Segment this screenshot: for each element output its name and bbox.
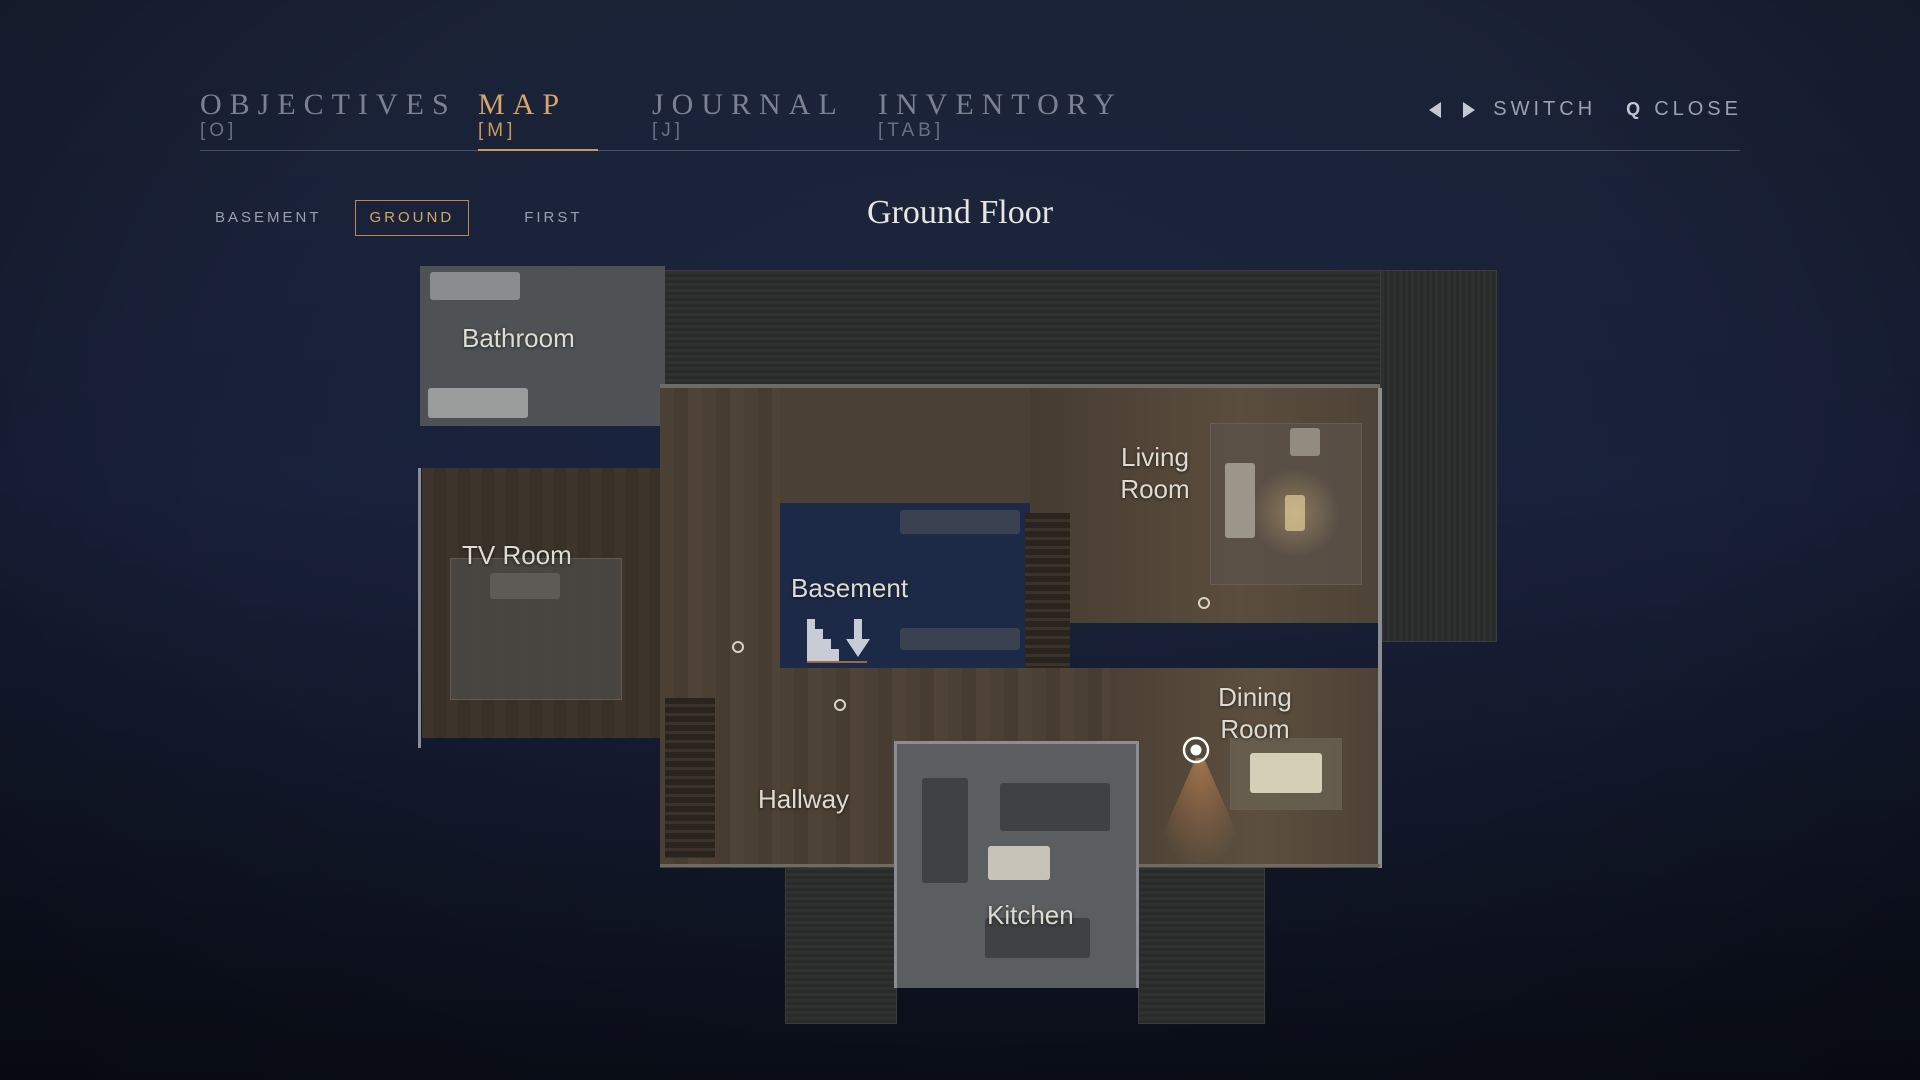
switch-label[interactable]: SWITCH — [1493, 98, 1597, 120]
wall-kitchen-top — [894, 741, 1139, 744]
floor-button-basement[interactable]: BASEMENT — [215, 209, 322, 226]
room-label-kitchen: Kitchen — [987, 900, 1074, 930]
room-label-dining-room: Dining Room — [1218, 682, 1292, 744]
kitchen-counter-left — [922, 778, 968, 883]
room-label-bathroom: Bathroom — [462, 323, 575, 353]
tab-inventory[interactable]: INVENTORY [TAB] — [878, 88, 1123, 142]
triangle-left-icon[interactable] — [1425, 99, 1445, 121]
tab-objectives[interactable]: OBJECTIVES [O] — [200, 88, 457, 142]
room-label-hallway: Hallway — [758, 784, 850, 814]
active-tab-underline — [478, 149, 598, 151]
hallway-stairs — [665, 698, 715, 858]
tab-objectives-label: OBJECTIVES — [200, 88, 457, 121]
roof-front-right — [1138, 866, 1265, 1024]
tab-objectives-key: [O] — [200, 120, 238, 141]
kitchen-island — [988, 846, 1050, 880]
basement-shelf-top — [900, 510, 1020, 534]
roof-front-left — [785, 866, 897, 1024]
wall-kitchen-right — [1136, 743, 1139, 988]
tab-map[interactable]: MAP [M] — [478, 88, 567, 142]
wall-right — [1378, 388, 1382, 868]
tab-journal-key: [J] — [652, 120, 685, 141]
tab-map-label: MAP — [478, 88, 568, 121]
wall-top — [660, 384, 1380, 388]
wall-bottom-right — [1138, 864, 1380, 867]
room-label-tv-room: TV Room — [462, 540, 572, 570]
tab-inventory-key: [TAB] — [878, 120, 945, 141]
nav-divider — [200, 150, 1740, 151]
triangle-right-icon[interactable] — [1459, 99, 1479, 121]
interaction-dot[interactable] — [732, 641, 744, 653]
upper-corridor-floor — [780, 388, 1030, 503]
menu-controls: SWITCH Q CLOSE — [1425, 98, 1742, 121]
floor-button-ground[interactable]: GROUND — [354, 200, 470, 236]
floor-selector: BASEMENT GROUND FIRST — [200, 200, 598, 236]
room-label-living-room: Living Room — [1120, 442, 1190, 504]
close-key: Q — [1626, 99, 1641, 119]
tab-journal-label: JOURNAL — [652, 88, 845, 121]
living-room-stairs — [1025, 513, 1070, 668]
floor-button-first[interactable]: FIRST — [524, 209, 583, 226]
dining-rug — [1230, 738, 1342, 810]
living-room-sofa — [1225, 463, 1255, 538]
close-button[interactable]: CLOSE — [1654, 98, 1742, 120]
dining-table — [1250, 753, 1322, 793]
interaction-dot[interactable] — [1198, 597, 1210, 609]
stairs-down-icon — [807, 619, 870, 663]
kitchen-counter-top — [1000, 783, 1110, 831]
wall-left — [418, 468, 421, 748]
roof-right — [1380, 270, 1497, 642]
tab-journal[interactable]: JOURNAL [J] — [652, 88, 845, 142]
living-room-table — [1285, 495, 1305, 531]
wall-bottom-left — [660, 864, 895, 867]
wall-kitchen-left — [894, 743, 897, 988]
bathtub — [428, 388, 528, 418]
kitchen-counter-bottom — [985, 918, 1090, 958]
room-label-basement: Basement — [791, 573, 909, 603]
sink-counter — [430, 272, 520, 300]
tab-inventory-label: INVENTORY — [878, 88, 1123, 121]
player-location-icon — [1182, 736, 1210, 764]
basement-shelf-bottom — [900, 628, 1020, 650]
living-room-armchair — [1290, 428, 1320, 456]
tab-map-key: [M] — [478, 120, 517, 141]
floor-map[interactable]: Bathroom TV Room Basement Living Room Di… — [410, 258, 1500, 1028]
tv-room-sofa — [490, 573, 560, 599]
roof-top — [660, 270, 1497, 390]
floor-title: Ground Floor — [866, 194, 1054, 231]
interaction-dot[interactable] — [834, 699, 846, 711]
